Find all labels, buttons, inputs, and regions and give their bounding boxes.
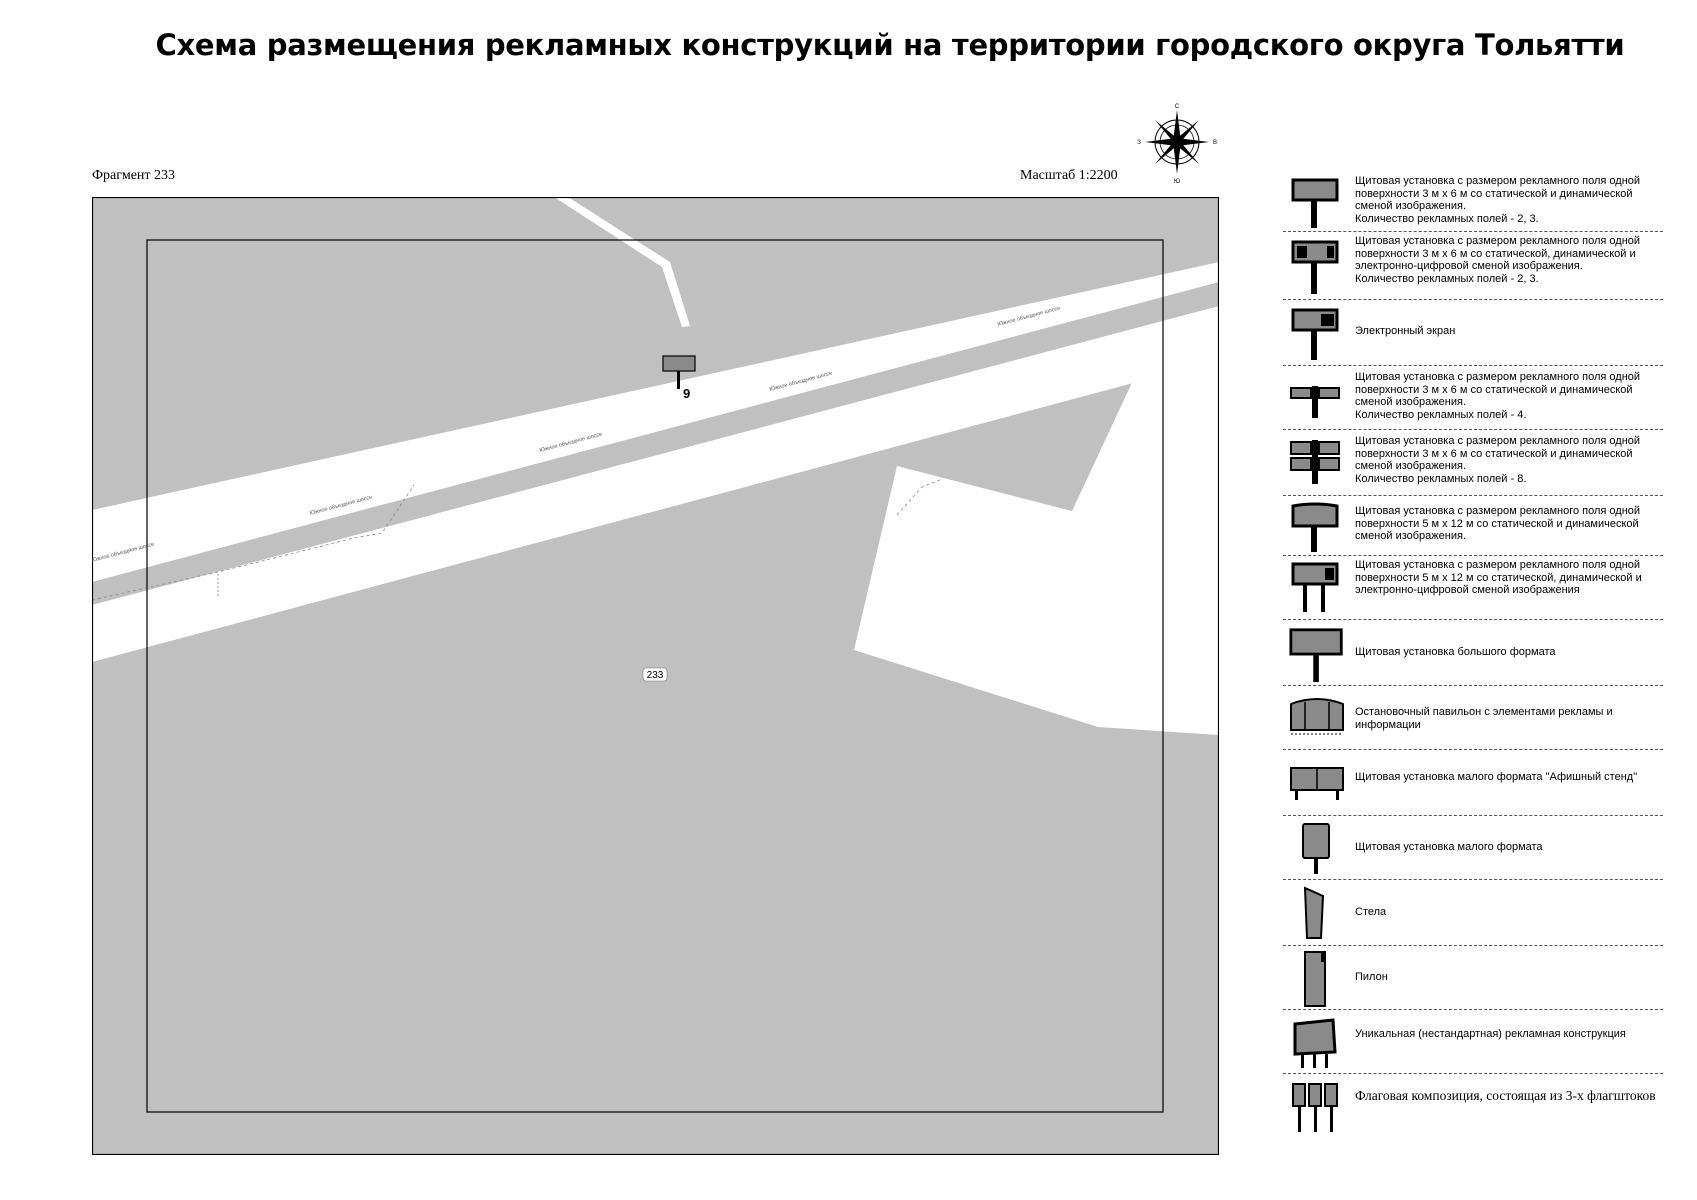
legend-item: Стела [1283,880,1663,946]
legend-text: Остановочный павильон с элементами рекла… [1355,706,1613,731]
legend-count: Количество рекламных полей - 2, 3. [1355,212,1539,225]
billboard-3x6-icon [1291,178,1339,228]
billboard-3x6-digital-icon [1291,240,1339,294]
billboard-5x12-digital-icon [1291,562,1339,612]
legend-item: Щитовая установка малого формата "Афишны… [1283,750,1663,816]
legend-item: Щитовая установка с размером рекламного … [1283,366,1663,430]
compass-south: Ю [1174,179,1180,184]
stele-icon [1303,886,1325,939]
large-format-billboard-icon [1289,628,1343,683]
billboard-site-9[interactable]: 9 [662,355,696,401]
legend-text: Щитовая установка с размером рекламного … [1355,175,1641,212]
legend-text: Электронный экран [1355,325,1456,337]
legend-item: Щитовая установка с размером рекламного … [1283,556,1663,620]
legend: Щитовая установка с размером рекламного … [1283,172,1663,1138]
unique-structure-icon [1293,1018,1337,1068]
pylon-icon [1304,951,1326,1007]
legend-text: Пилон [1355,971,1388,983]
road-south [92,306,1219,662]
site-number: 9 [683,386,690,401]
parcel-label: 233 [642,667,668,682]
compass-east: В [1213,140,1217,146]
small-format-sign-icon [1302,823,1330,874]
billboard-8-fields-icon [1290,440,1340,484]
electronic-screen-icon [1291,308,1339,360]
map-fragment[interactable]: Южное объездное шоссе Южное объездное шо… [92,197,1219,1155]
legend-text: Щитовая установка с размером рекламного … [1355,371,1641,408]
legend-item: Флаговая композиция, состоящая из 3-х фл… [1283,1074,1663,1138]
fragment-label: Фрагмент 233 [92,168,176,183]
bus-stop-pavilion-icon [1290,698,1344,735]
white-lot [854,360,1219,735]
page-title: Схема размещения рекламных конструкций н… [155,28,1625,62]
legend-count: Количество рекламных полей - 8. [1355,472,1527,485]
legend-text: Щитовая установка с размером рекламного … [1355,435,1641,472]
fragment-frame [146,239,1164,1113]
legend-item: Щитовая установка с размером рекламного … [1283,496,1663,556]
legend-text: Уникальная (нестандартная) рекламная кон… [1355,1028,1626,1040]
compass-north: С [1175,104,1180,110]
map-border [92,197,1219,1155]
compass-rose-icon: С Ю З В [1137,104,1217,184]
compass-west: З [1137,140,1141,146]
legend-text: Щитовая установка с размером рекламного … [1355,559,1642,596]
legend-text: Щитовая установка с размером рекламного … [1355,235,1641,272]
legend-item: Уникальная (нестандартная) рекламная кон… [1283,1010,1663,1074]
flag-composition-icon [1292,1083,1338,1132]
legend-text: Щитовая установка большого формата [1355,646,1556,658]
svg-text:233: 233 [647,670,664,681]
legend-text: Щитовая установка малого формата "Афишны… [1355,771,1638,783]
legend-item: Щитовая установка с размером рекламного … [1283,430,1663,496]
legend-text: Щитовая установка с размером рекламного … [1355,505,1641,542]
legend-item: Пилон [1283,946,1663,1010]
legend-item: Электронный экран [1283,300,1663,366]
billboard-4-fields-icon [1290,386,1340,418]
legend-count: Количество рекламных полей - 2, 3. [1355,272,1539,285]
legend-item: Щитовая установка с размером рекламного … [1283,232,1663,300]
poster-stand-icon [1290,767,1344,800]
side-road [554,197,690,327]
legend-text: Флаговая композиция, состоящая из 3-х фл… [1355,1088,1656,1103]
legend-text: Стела [1355,906,1387,918]
legend-text: Щитовая установка малого формата [1355,841,1543,853]
legend-count: Количество рекламных полей - 4. [1355,408,1527,421]
legend-item: Щитовая установка малого формата [1283,816,1663,880]
legend-item: Остановочный павильон с элементами рекла… [1283,686,1663,750]
scale-label: Масштаб 1:2200 [1020,168,1118,183]
billboard-5x12-icon [1291,502,1339,552]
road-north [92,262,1219,582]
legend-item: Щитовая установка с размером рекламного … [1283,172,1663,232]
legend-item: Щитовая установка большого формата [1283,620,1663,686]
